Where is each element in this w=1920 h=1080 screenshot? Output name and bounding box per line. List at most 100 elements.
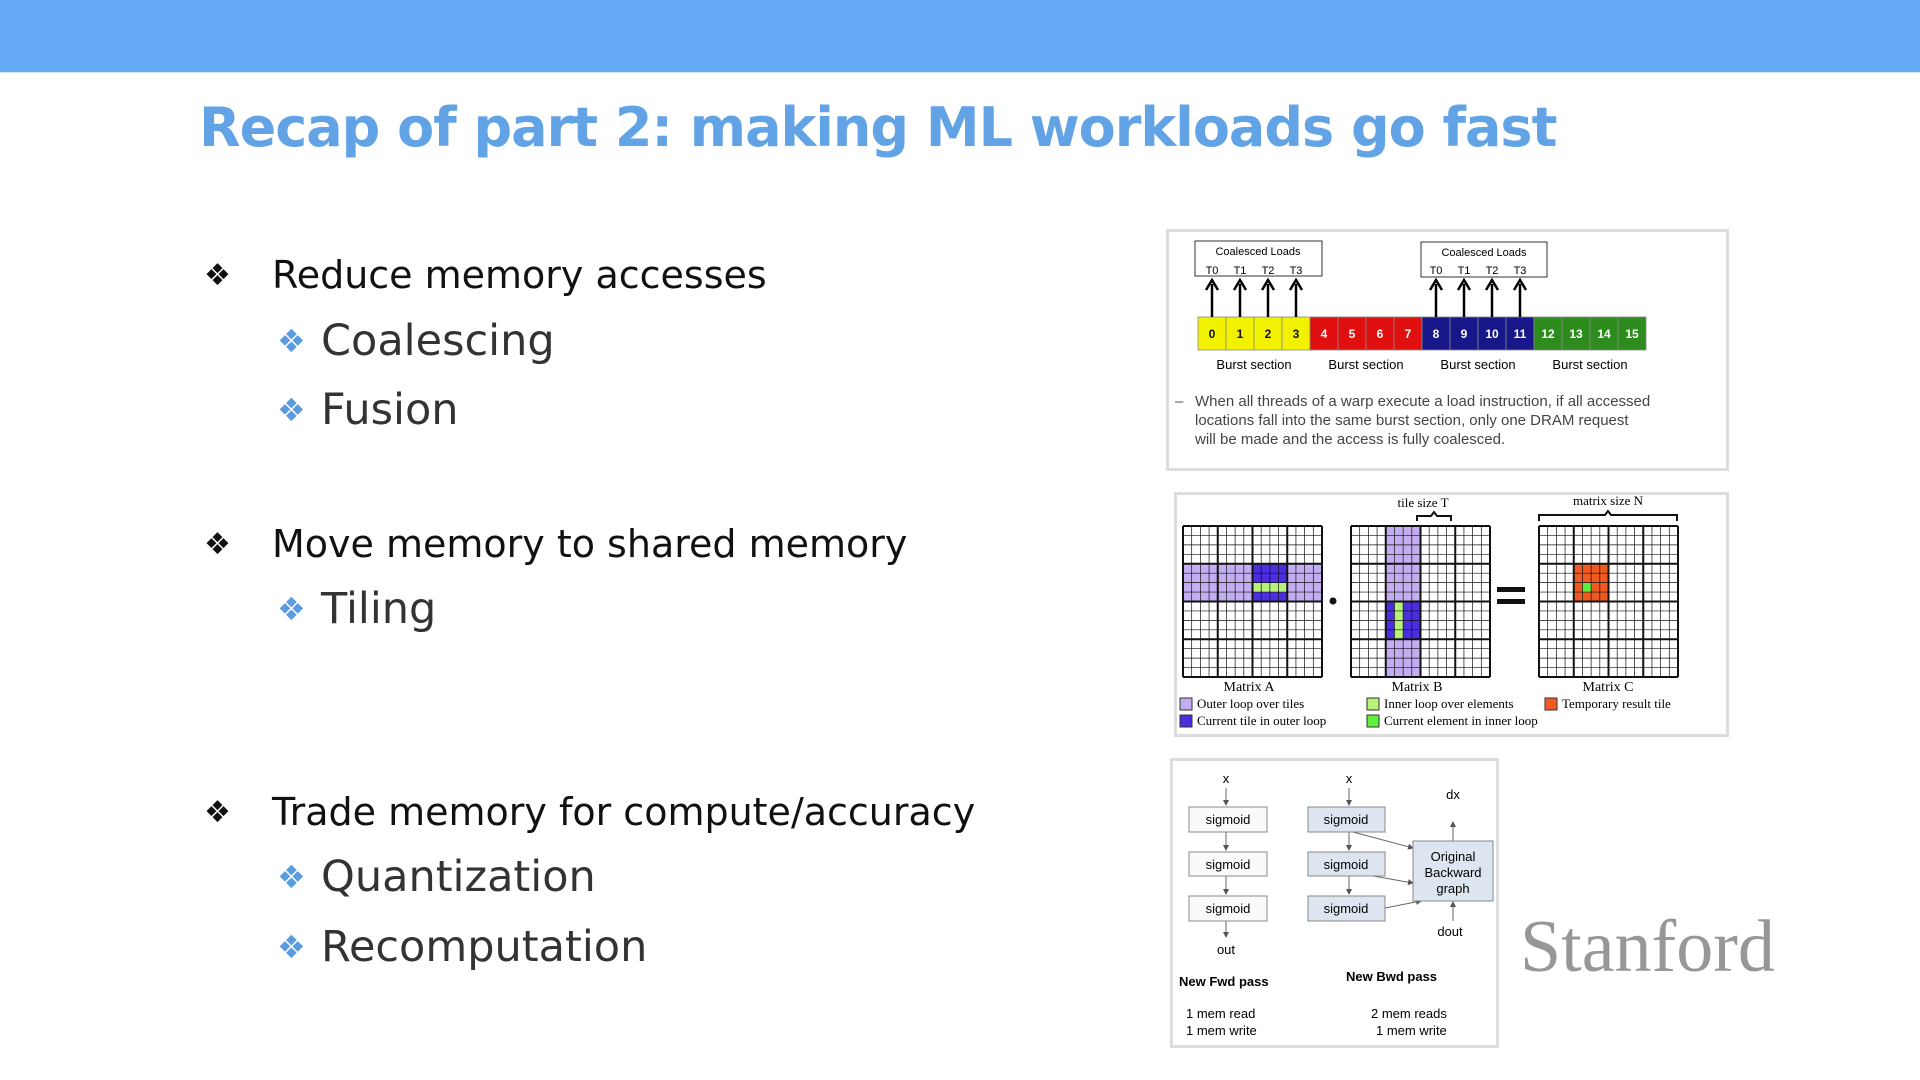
subbullet-tiling: ❖ Tiling	[277, 584, 436, 634]
burst-section-label: Burst section	[1552, 357, 1627, 372]
bullet-text: Quantization	[321, 852, 596, 902]
thread-label: T3	[1514, 265, 1527, 277]
memory-cell	[1309, 316, 1339, 351]
matrix-c-label: Matrix C	[1583, 680, 1634, 695]
cell-number: 13	[1569, 327, 1583, 341]
matrix-size-label: matrix size N	[1573, 495, 1644, 508]
subbullet-quantization: ❖ Quantization	[277, 852, 596, 902]
legend-label: Temporary result tile	[1562, 696, 1671, 711]
out-label: out	[1217, 942, 1235, 957]
cell-number: 2	[1265, 327, 1272, 341]
legend-label: Outer loop over tiles	[1197, 696, 1304, 711]
caption-line: When all threads of a warp execute a loa…	[1195, 393, 1650, 410]
arrow-head-icon	[1204, 277, 1220, 291]
bullet-icon: ❖	[277, 928, 306, 966]
sigmoid-node: sigmoid	[1206, 857, 1251, 872]
stanford-watermark: Stanford	[1520, 906, 1775, 988]
burst-section-label: Burst section	[1328, 357, 1403, 372]
thread-label: T2	[1262, 265, 1275, 277]
thread-label: T0	[1206, 265, 1219, 277]
coalesced-loads-label: Coalesced Loads	[1441, 247, 1527, 259]
memory-cell	[1617, 316, 1647, 351]
cell-number: 6	[1377, 327, 1384, 341]
arrow-head-icon	[1232, 277, 1248, 291]
caption-line: will be made and the access is fully coa…	[1194, 431, 1505, 448]
memory-cell	[1337, 316, 1367, 351]
memory-cell	[1365, 316, 1395, 351]
bwd-stat: 1 mem write	[1376, 1023, 1447, 1038]
burst-section-label: Burst section	[1216, 357, 1291, 372]
cell-number: 8	[1433, 327, 1440, 341]
bullet-icon: ❖	[277, 590, 306, 628]
subbullet-recomputation: ❖ Recomputation	[277, 922, 647, 972]
fwd-pass-title: New Fwd pass	[1179, 974, 1269, 989]
recompute-figure: x x sigmoid sigmoid sigmoid sigmoid sigm…	[1170, 758, 1499, 1048]
backward-graph-label: Backward	[1424, 865, 1481, 880]
bwd-pass-title: New Bwd pass	[1346, 969, 1437, 984]
arrow-head-icon	[1288, 277, 1304, 291]
arrow-head-icon	[1512, 277, 1528, 291]
matrix-a-label: Matrix A	[1224, 680, 1276, 695]
top-accent-bar	[0, 0, 1920, 73]
cell-number: 5	[1349, 327, 1356, 341]
fwd-stat: 1 mem read	[1186, 1006, 1255, 1021]
cell-number: 14	[1597, 327, 1611, 341]
input-x-label: x	[1223, 771, 1230, 786]
bullet-text: Tiling	[321, 584, 437, 634]
bullet-trade-memory: ❖Trade memory for compute/accuracy	[204, 790, 975, 834]
cell-number: 1	[1237, 327, 1244, 341]
arrow-head-icon	[1484, 277, 1500, 291]
backward-graph-label: graph	[1436, 881, 1469, 896]
bullet-text: Coalescing	[321, 316, 555, 366]
cell-number: 12	[1541, 327, 1555, 341]
memory-cell	[1281, 316, 1311, 351]
backward-graph-label: Original	[1431, 849, 1476, 864]
tiling-figure: tile size T matrix size N Matrix A Matri…	[1174, 492, 1729, 737]
arrow-head-icon	[1260, 277, 1276, 291]
dout-label: dout	[1437, 924, 1463, 939]
bullet-shared-memory: ❖ Move memory to shared memory	[204, 522, 907, 566]
cell-number: 3	[1293, 327, 1300, 341]
bullet-icon: ❖	[204, 526, 231, 562]
cell-number: 7	[1405, 327, 1412, 341]
bullet-icon: ❖	[277, 391, 306, 429]
slide-title: Recap of part 2: making ML workloads go …	[199, 96, 1557, 159]
cell-number: 15	[1625, 327, 1639, 341]
subbullet-coalescing: ❖ Coalescing	[277, 316, 555, 366]
sigmoid-node: sigmoid	[1324, 857, 1369, 872]
sigmoid-node: sigmoid	[1324, 812, 1369, 827]
bullet-text: Move memory to shared memory	[272, 522, 908, 566]
fwd-stat: 1 mem write	[1186, 1023, 1257, 1038]
bullet-icon: ❖	[204, 257, 231, 293]
cell-number: 4	[1321, 327, 1328, 341]
input-x-label: x	[1346, 771, 1353, 786]
arrow-head-icon	[1428, 277, 1444, 291]
thread-label: T2	[1486, 265, 1499, 277]
matrix-b-label: Matrix B	[1392, 680, 1443, 695]
bullet-icon: ❖	[277, 858, 306, 896]
memory-cell	[1589, 316, 1619, 351]
thread-label: T3	[1290, 265, 1303, 277]
sigmoid-node: sigmoid	[1206, 901, 1251, 916]
coalesced-loads-label: Coalesced Loads	[1215, 246, 1301, 258]
cell-number: 11	[1514, 327, 1527, 341]
caption-line: locations fall into the same burst secti…	[1195, 412, 1629, 429]
bullet-icon: ❖	[277, 322, 306, 360]
bullet-text: Fusion	[321, 385, 459, 435]
bullet-text: Recomputation	[321, 922, 648, 972]
bullet-text: Trade memory for compute/accuracy	[272, 790, 976, 834]
burst-section-label: Burst section	[1440, 357, 1515, 372]
thread-label: T1	[1458, 265, 1471, 277]
bwd-stat: 2 mem reads	[1371, 1006, 1447, 1021]
memory-cell	[1393, 316, 1423, 351]
bullet-reduce-memory: ❖Reduce memory accesses	[204, 253, 767, 297]
caption-dash: –	[1175, 393, 1184, 410]
dot-product-icon	[1329, 597, 1337, 605]
memory-cell	[1253, 316, 1283, 351]
tile-size-label: tile size T	[1397, 495, 1448, 510]
equals-icon	[1497, 587, 1525, 592]
cell-number: 10	[1485, 327, 1499, 341]
thread-label: T0	[1430, 265, 1443, 277]
sigmoid-node: sigmoid	[1206, 812, 1251, 827]
